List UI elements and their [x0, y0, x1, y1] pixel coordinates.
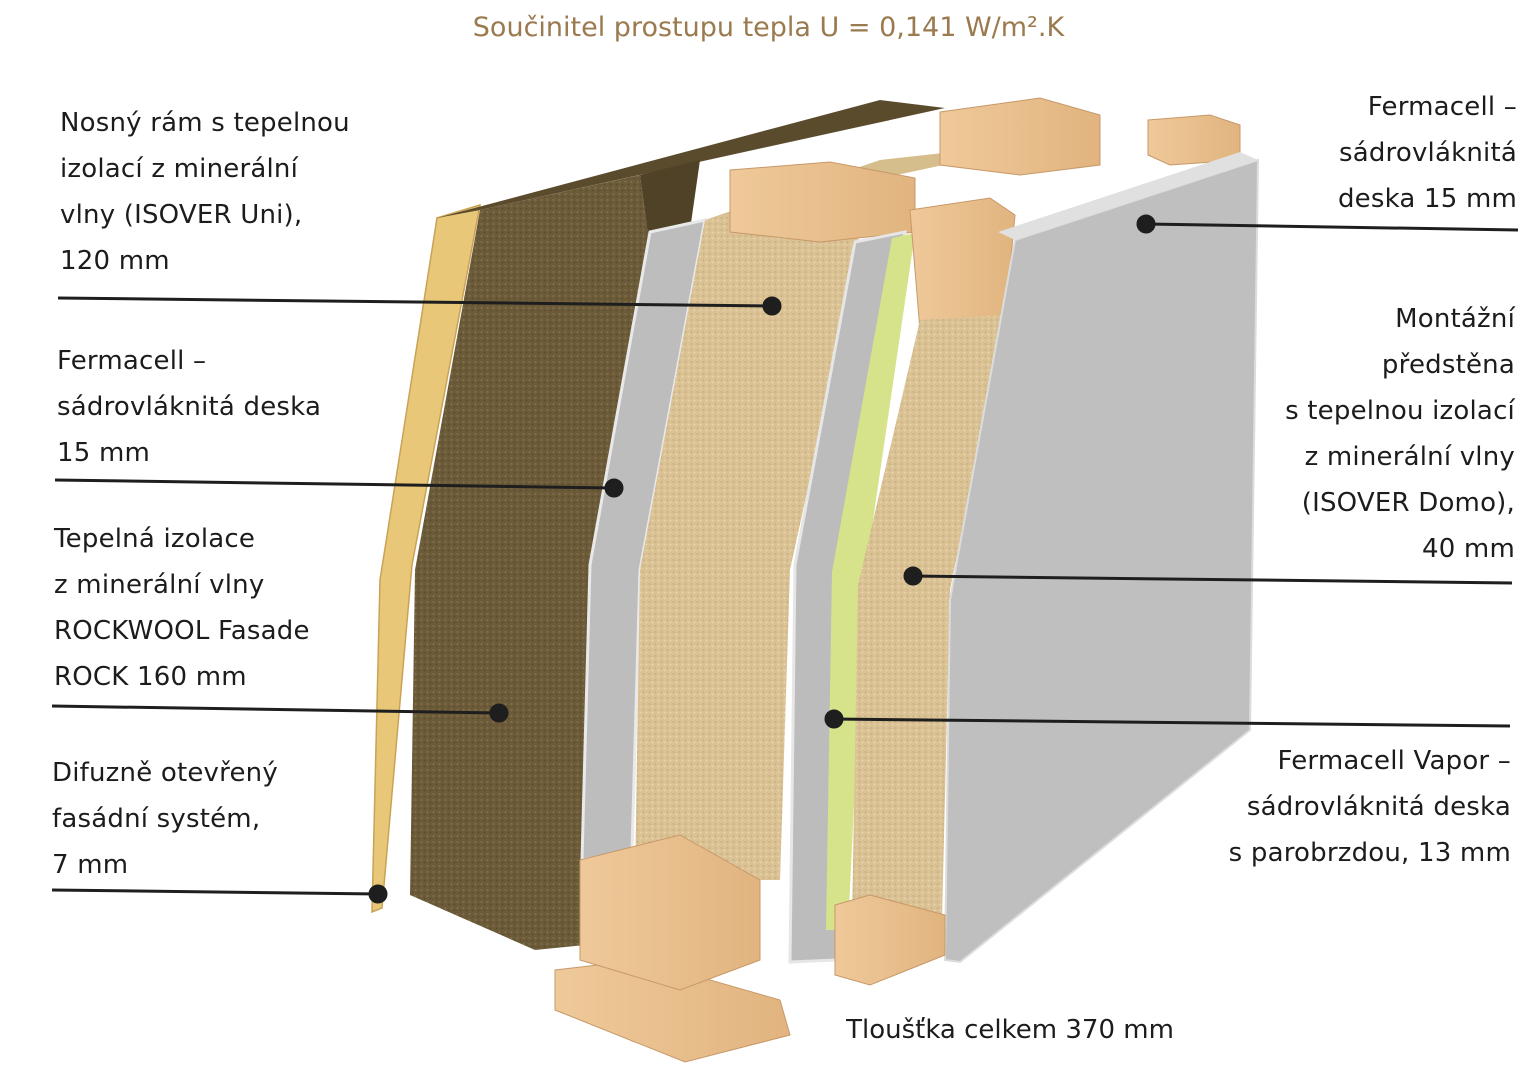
- label-fermacell-right-line: Fermacell –: [1367, 92, 1517, 122]
- label-install-wall-line: předstěna: [1381, 350, 1515, 380]
- label-facade-line: Difuzně otevřený: [52, 758, 278, 788]
- label-install-wall-line: Montážní: [1395, 304, 1515, 334]
- dot-facade: [368, 884, 388, 904]
- fermacell-right-board-top: [998, 152, 1258, 240]
- label-vapor-line: s parobrzdou, 13 mm: [1228, 838, 1511, 868]
- top-stud-2: [939, 97, 1101, 176]
- leader-facade: [51, 888, 379, 896]
- label-install-wall-line: z minerální vlny: [1304, 442, 1515, 472]
- bottom-plate-block: [579, 834, 761, 991]
- leader-lines: [51, 214, 1519, 904]
- label-facade-line: fasádní systém,: [52, 804, 261, 834]
- dot-fermacell-left: [604, 478, 624, 498]
- label-fermacell-left-line: sádrovláknitá deska: [57, 392, 322, 422]
- dot-frame: [762, 296, 782, 316]
- bottom-install-plate: [834, 894, 946, 986]
- dot-install-wall: [903, 566, 923, 586]
- dot-rockwool: [489, 703, 509, 723]
- label-fermacell-left: Fermacell – sádrovláknitá deska 15 mm: [57, 338, 321, 476]
- leader-vapor: [833, 717, 1511, 728]
- label-rockwool: Tepelná izolace z minerální vlny ROCKWOO…: [54, 516, 310, 700]
- install-wall-mineral-wool: [852, 315, 1005, 920]
- label-frame-line: izolací z minerální: [60, 154, 299, 184]
- label-fermacell-left-line: 15 mm: [57, 438, 151, 468]
- dot-vapor: [824, 709, 844, 729]
- label-frame-line: vlny (ISOVER Uni),: [60, 200, 303, 230]
- label-rockwool-line: ROCKWOOL Fasade: [54, 616, 310, 646]
- label-vapor-line: sádrovláknitá deska: [1246, 792, 1511, 822]
- leader-frame: [57, 296, 773, 308]
- label-install-wall-line: (ISOVER Domo),: [1301, 488, 1515, 518]
- rockwool-front: [410, 175, 650, 950]
- label-vapor-line: Fermacell Vapor –: [1277, 746, 1511, 776]
- vapor-layer: [826, 233, 915, 930]
- label-fermacell-right-line: sádrovláknitá: [1338, 138, 1517, 168]
- leader-fermacell-right: [1145, 222, 1519, 232]
- leader-install-wall: [912, 574, 1513, 585]
- dot-fermacell-right: [1136, 214, 1156, 234]
- label-install-wall-line: 40 mm: [1421, 534, 1515, 564]
- u-value-title: Součinitel prostupu tepla U = 0,141 W/m²…: [472, 12, 1065, 43]
- leader-fermacell-left: [54, 478, 615, 490]
- total-thickness: Tloušťka celkem 370 mm: [846, 1015, 1174, 1045]
- label-fermacell-right: Fermacell – sádrovláknitá deska 15 mm: [1338, 84, 1517, 222]
- label-vapor: Fermacell Vapor – sádrovláknitá deska s …: [1229, 738, 1511, 876]
- label-rockwool-line: z minerální vlny: [54, 570, 265, 600]
- label-frame-line: Nosný rám s tepelnou: [60, 108, 350, 138]
- label-frame: Nosný rám s tepelnou izolací z minerální…: [60, 100, 350, 284]
- top-stud-1: [729, 161, 916, 243]
- label-facade-line: 7 mm: [52, 850, 129, 880]
- label-frame-line: 120 mm: [60, 246, 170, 276]
- rockwool-top: [437, 100, 945, 218]
- frame-mineral-wool-front: [635, 185, 860, 880]
- label-fermacell-right-line: deska 15 mm: [1337, 184, 1517, 214]
- facade-render-layer: [371, 203, 481, 914]
- label-rockwool-line: Tepelná izolace: [54, 524, 256, 554]
- install-wall-stud: [909, 197, 1016, 331]
- leader-rockwool: [51, 704, 500, 715]
- label-rockwool-line: ROCK 160 mm: [54, 662, 247, 692]
- label-facade: Difuzně otevřený fasádní systém, 7 mm: [52, 750, 278, 888]
- label-fermacell-left-line: Fermacell –: [57, 346, 207, 376]
- label-install-wall: Montážní předstěna s tepelnou izolací z …: [1285, 296, 1515, 572]
- label-install-wall-line: s tepelnou izolací: [1285, 396, 1515, 426]
